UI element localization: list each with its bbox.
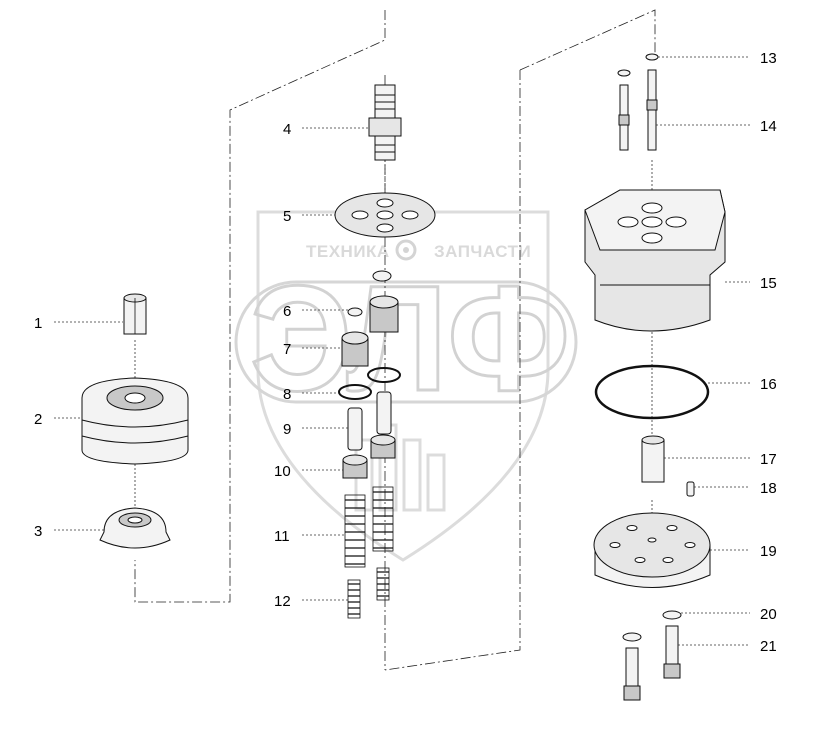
callout-15: 15 [760,275,777,292]
callout-11: 11 [274,528,290,545]
watermark-text-left: ТЕХНИКА [306,242,390,261]
callout-12: 12 [274,593,291,610]
callout-6: 6 [283,303,291,320]
watermark-bars [354,423,446,512]
callout-labels: 1 2 3 4 5 6 7 8 9 10 11 12 13 14 15 16 1… [34,50,777,655]
part-base-plate [593,512,711,588]
part-o-ring-left [338,384,372,400]
part-hex-nut [123,293,147,335]
callout-2: 2 [34,411,42,428]
part-plunger-shaft [368,84,402,161]
callout-17: 17 [760,451,777,468]
callout-10: 10 [274,463,291,480]
callout-14: 14 [760,118,777,135]
callout-3: 3 [34,523,42,540]
part-bushing [641,435,665,483]
part-small-pin [686,481,695,497]
watermark-text-right: ЗАПЧАСТИ [434,242,531,261]
watermark-logo: ЭЛФ [250,254,570,422]
gear-icon [395,239,417,261]
callout-9: 9 [283,421,291,438]
part-plate-disc [334,192,436,238]
part-guide-upper [347,295,399,333]
part-pistons [347,391,392,451]
callout-1: 1 [34,315,42,332]
part-retainer [99,507,171,549]
part-inner-springs [347,567,390,619]
callout-19: 19 [760,543,777,560]
part-guide-lower [341,331,369,367]
callout-7: 7 [283,341,291,358]
part-small-seal [372,270,392,282]
part-housing [584,189,726,332]
callout-18: 18 [760,480,777,497]
callout-5: 5 [283,208,291,225]
callout-4: 4 [283,121,291,138]
callout-20: 20 [760,606,777,623]
watermark: ТЕХНИКА ЗАПЧАСТИ ЭЛФ [234,210,578,562]
part-outer-springs [344,486,394,568]
part-pins [617,53,659,151]
callout-13: 13 [760,50,777,67]
assembly-planes [134,9,656,671]
part-o-ring-right [367,367,401,383]
callout-16: 16 [760,376,777,393]
part-spring-seats [342,434,396,479]
leader-lines [54,56,750,646]
part-large-o-ring [594,364,710,420]
part-bolts [622,610,682,701]
part-boot [81,377,189,465]
callout-21: 21 [760,638,777,655]
callout-8: 8 [283,386,291,403]
